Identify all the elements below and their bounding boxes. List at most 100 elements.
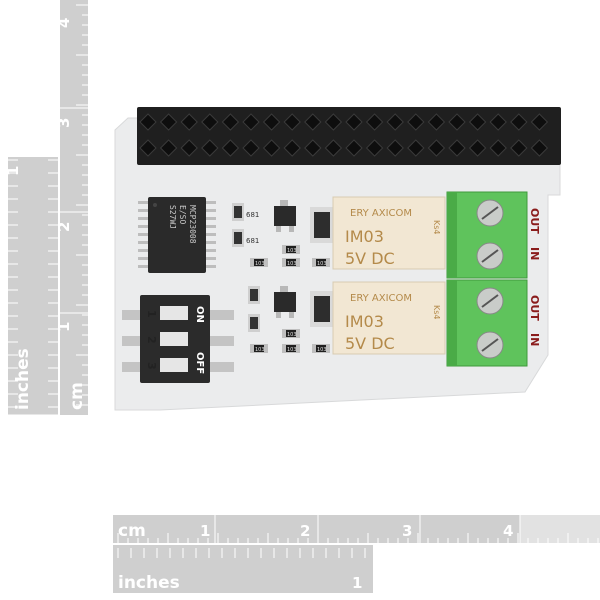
terminal-block-upper [446,191,528,279]
header-pin-icon [427,139,446,157]
header-pin-icon [262,113,281,131]
ruler-inches-number: 1 [352,574,362,592]
ic-marking-line: S27WJ [168,205,177,229]
ruler-inches-number: 1 [4,166,22,176]
resistor-code: 103 [287,347,297,353]
header-pin-icon [304,139,322,157]
ruler-inches-label: inches [13,348,33,410]
header-pin-icon [530,139,549,157]
header-pin-icon [324,113,343,131]
ruler-cm-number: 1 [200,522,210,540]
header-pin-icon [221,139,240,157]
relay-brand: ERY AXICOM [350,208,412,219]
pin-header [137,107,561,165]
resistor-code: 103 [255,347,265,353]
resistor-code: 103 [317,347,327,353]
header-pin-icon [242,139,260,157]
relay-voltage: 5V DC [345,334,395,353]
smd-components-lower: 103 103 103 103 [248,286,334,353]
header-pin-icon [324,139,343,157]
header-pin-icon [365,113,384,131]
header-pin-icon [201,139,219,157]
resistor-code: 681 [246,211,259,219]
header-pin-icon [386,113,404,131]
ruler-cm-number: 3 [402,522,412,540]
dip-number: 1 [145,310,158,318]
ruler-inches-label: inches [118,573,180,593]
resistor-code: 103 [317,261,327,267]
resistor-code: 103 [287,332,297,338]
header-pin-icon [427,113,446,131]
relay-model: IM03 [345,312,384,331]
screw-icon [476,199,504,227]
screw-icon [476,331,504,359]
ic-marking-line: E/SO [178,205,187,224]
header-pin-icon [159,139,178,157]
header-pin-icon [448,139,466,157]
screw-icon [476,242,504,270]
header-pin-icon [180,139,198,157]
resistor-code: 103 [255,261,265,267]
header-pin-icon [304,113,322,131]
io-label-out: OUT [528,208,541,234]
header-pin-icon [407,113,425,131]
dip-switch: 1 2 3 ON OFF [122,295,234,383]
header-pin-icon [386,139,404,157]
dip-number: 2 [145,336,158,344]
header-pin-icon [489,113,507,131]
header-pin-icon [365,139,384,157]
resistor-code: 103 [287,261,297,267]
screw-icon [476,287,504,315]
relay-side-mark: Ks4 [432,220,441,235]
relay-brand: ERY AXICOM [350,293,412,304]
header-pin-icon [345,113,363,131]
header-pin-icon [530,113,549,131]
header-pin-icon [262,139,281,157]
header-pin-icon [139,139,157,157]
header-pin-icon [468,113,487,131]
dip-off-label: OFF [194,352,205,374]
header-pin-icon [159,113,178,131]
ruler-cm-label: cm [67,382,87,410]
vertical-ruler: 4 3 2 1 cm 1 inches [4,0,88,416]
ruler-cm-number: 3 [55,118,73,128]
ruler-cm-label: cm [118,521,146,541]
relay-model: IM03 [345,227,384,246]
relay-upper: ERY AXICOM IM03 5V DC Ks4 [332,196,446,270]
relay-lower: ERY AXICOM IM03 5V DC Ks4 [332,281,446,355]
header-pin-icon [201,113,219,131]
header-pin-icon [489,139,507,157]
header-pin-icon [345,139,363,157]
header-pin-icon [448,113,466,131]
io-label-in: IN [528,247,541,260]
header-pin-icon [510,139,528,157]
header-pin-icon [407,139,425,157]
ruler-cm-number: 4 [503,522,513,540]
header-pin-icon [510,113,528,131]
header-pin-icon [180,113,198,131]
header-pin-icon [242,113,260,131]
header-pin-icon [468,139,487,157]
ruler-cm-number: 1 [55,322,73,332]
io-labels: OUT IN OUT IN [528,208,541,346]
dip-number: 3 [145,362,158,370]
io-label-in: IN [528,333,541,346]
ruler-cm-number: 4 [55,18,73,28]
ruler-cm-number: 2 [55,222,73,232]
terminal-block-lower [446,279,528,367]
ic-marking-line: MCP23008 [188,205,197,244]
header-pin-icon [283,113,301,131]
relay-voltage: 5V DC [345,249,395,268]
io-label-out: OUT [528,295,541,321]
header-pin-icon [221,113,240,131]
relay-side-mark: Ks4 [432,305,441,320]
resistor-code: 681 [246,237,259,245]
ic-chip: MCP23008 E/SO S27WJ [138,197,216,273]
dip-on-label: ON [194,306,205,323]
header-pin-icon [283,139,301,157]
header-pin-icon [139,113,157,131]
horizontal-ruler: cm 1 2 3 4 inches 1 [113,515,600,593]
ruler-cm-number: 2 [300,522,310,540]
